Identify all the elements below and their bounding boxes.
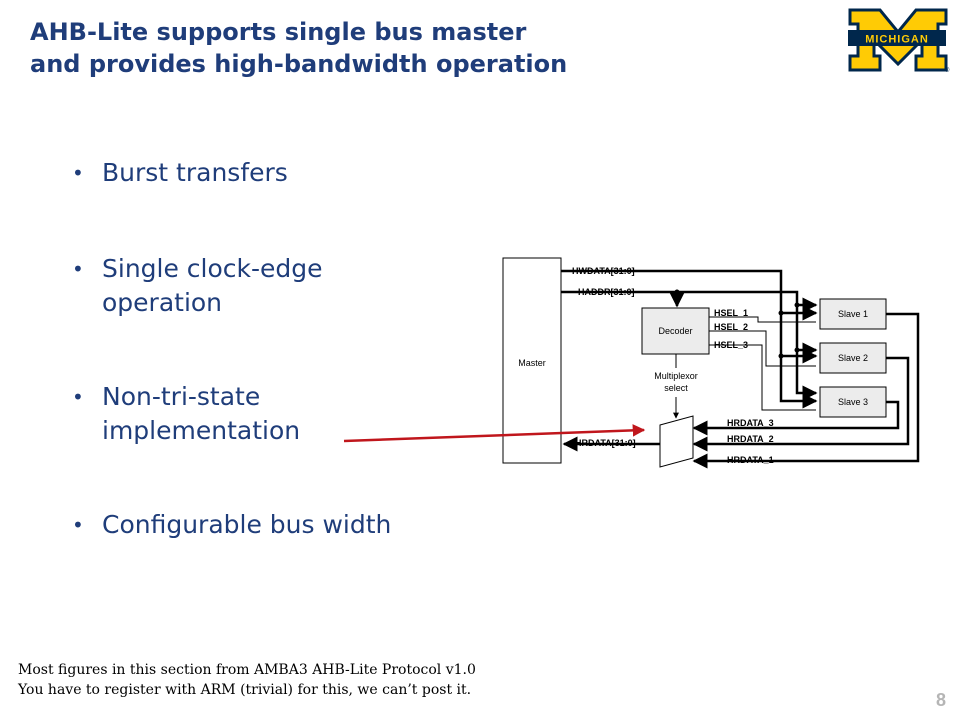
logo-banner [848,30,946,46]
annotation-arrow [343,424,646,443]
page-number: 8 [936,690,947,710]
slide-title: AHB-Lite supports single bus master and … [30,16,810,80]
hrdata-2-return [692,356,910,452]
bullet-line: operation [102,288,223,317]
hrdata-2-label: HRDATA_2 [727,434,774,444]
hsel-2-line [709,330,816,367]
master-label: Master [518,358,546,368]
logo-trademark: ® [945,67,950,74]
haddr-junction [794,347,800,353]
haddr-branch-slave3 [795,350,818,401]
multiplexor-block [659,415,694,468]
hrdata-3-return [692,400,900,436]
hsel-2-label: HSEL_2 [714,322,748,332]
logo-text: MICHIGAN [865,34,929,46]
hrdata-1-return [692,312,920,469]
hwdata-junction [778,310,784,316]
michigan-logo: MICHIGAN ® [848,8,950,74]
bullet-line: Configurable bus width [102,510,392,539]
hsel-3-label: HSEL_3 [714,340,748,350]
hsel-3-line [709,344,816,411]
footnote-line-2: You have to register with ARM (trivial) … [18,682,472,698]
hwdata-label: HWDATA[31:0] [572,266,635,276]
decoder-label: Decoder [658,326,692,336]
bullet-line: Non-tri-state [102,382,261,411]
haddr-junction [794,302,800,308]
bullet-dot: • [72,513,84,537]
hsel-1-line [709,316,816,323]
hsel-1-label: HSEL_1 [714,308,748,318]
hrdata-3-label: HRDATA_3 [727,418,774,428]
bullet-line: Burst transfers [102,158,288,187]
bullet-text: Configurable bus width [102,508,402,542]
hwdata-branch-slave3 [779,356,818,409]
hwdata-junction [778,353,784,359]
bullet-line: Single clock-edge [102,254,323,283]
haddr-label: HADDR[31:0] [578,287,635,297]
master-block [502,257,562,464]
slide-title-line-2: and provides high-bandwidth operation [30,50,568,78]
mux-select-label-line-2: select [664,383,688,393]
slave-3-block [819,386,887,418]
bullet-dot: • [72,161,84,185]
bullet-text: Burst transfers [102,156,402,190]
slave-1-label: Slave 1 [838,309,868,319]
bullet-line: implementation [102,416,301,445]
bullet-text: Non-tri-state implementation [102,380,402,448]
slave-1-block [819,298,887,330]
mux-select-label-line-1: Multiplexor [654,371,698,381]
bullet-dot: • [72,257,84,281]
slave-2-label: Slave 2 [838,353,868,363]
slave-3-label: Slave 3 [838,397,868,407]
bullet-text: Single clock-edge operation [102,252,402,320]
haddr-junction [674,289,680,295]
footnote: Most figures in this section from AMBA3 … [18,660,476,700]
hrdata-label: HRDATA[31:0] [575,438,636,448]
bullet-dot: • [72,385,84,409]
hrdata-1-label: HRDATA_1 [727,455,774,465]
footnote-line-1: Most figures in this section from AMBA3 … [18,662,476,678]
decoder-block [641,307,710,355]
slide-title-line-1: AHB-Lite supports single bus master [30,18,527,46]
